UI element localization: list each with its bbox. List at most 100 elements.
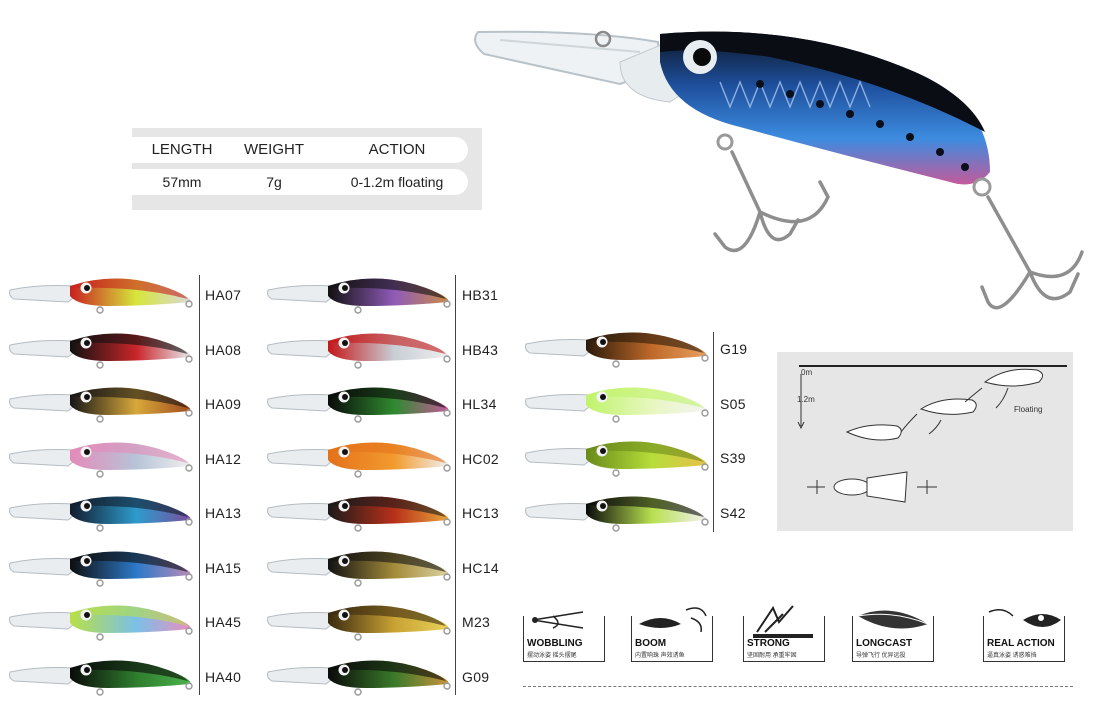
lure-image	[525, 386, 709, 423]
lure-item	[524, 326, 714, 379]
spec-value-length: 57mm	[162, 174, 202, 190]
column-divider	[199, 275, 200, 695]
feature-label: BOOM	[635, 638, 667, 649]
spec-header-row: LENGTH WEIGHT ACTION	[132, 137, 468, 163]
lure-code: HL34	[462, 396, 497, 412]
feature-label: STRONG	[747, 638, 790, 649]
lure-image	[267, 496, 451, 532]
lure-code: HA45	[205, 614, 242, 630]
lure-image	[9, 441, 193, 478]
lure-code: HA15	[205, 559, 242, 576]
depth-bottom-label: 1.2m	[797, 395, 815, 404]
lure-image	[9, 605, 193, 641]
lure-image	[267, 441, 451, 478]
feature-label: REAL ACTION	[987, 638, 1055, 649]
spec-header-weight: WEIGHT	[244, 141, 304, 158]
spec-table: LENGTH WEIGHT ACTION 57mm 7g 0-1.2m floa…	[132, 128, 482, 210]
wobble-icon	[532, 611, 584, 629]
spec-value-action: 0-1.2m floating	[350, 174, 444, 190]
dashed-divider	[523, 686, 1073, 687]
lure-item	[8, 272, 198, 325]
lure-item	[266, 599, 456, 652]
feature-label: WOBBLING	[527, 638, 583, 649]
rattle-icon	[639, 607, 707, 633]
lure-image	[267, 278, 451, 314]
lure-image	[267, 550, 451, 587]
lure-image	[267, 659, 451, 696]
feature-frame	[983, 616, 1065, 662]
lure-item	[8, 436, 198, 489]
lure-image	[267, 605, 451, 641]
lure-code: HA40	[205, 668, 242, 685]
feature-frame	[852, 616, 934, 662]
lure-image	[9, 278, 193, 314]
feature-label: LONGCAST	[856, 638, 913, 649]
feature-strong: STRONG 坚固耐用 承重牢固	[743, 605, 828, 662]
lure-code: S39	[720, 450, 746, 466]
spec-header-action: ACTION	[368, 141, 426, 158]
lure-image	[525, 332, 709, 368]
lure-item	[8, 490, 198, 543]
column-divider	[713, 332, 714, 532]
lure-image	[9, 496, 193, 532]
lure-item	[8, 545, 198, 598]
lure-image	[9, 659, 193, 696]
real-action-icon	[988, 609, 1061, 627]
spec-value-row: 57mm 7g 0-1.2m floating	[132, 169, 468, 195]
lure-image	[9, 332, 193, 369]
feature-subtitle: 坚固耐用 承重牢固	[747, 653, 797, 659]
feature-frame	[523, 616, 605, 662]
lure-item	[8, 381, 198, 434]
lure-code: HC14	[462, 559, 499, 576]
lure-item	[266, 654, 456, 707]
longcast-icon	[857, 610, 929, 629]
strong-icon	[753, 605, 813, 638]
floating-label: Floating	[1014, 405, 1043, 414]
lure-item	[524, 435, 714, 488]
lure-item	[8, 327, 198, 380]
lure-code: HA13	[205, 505, 242, 521]
lure-code: S05	[720, 395, 746, 412]
lure-item	[266, 272, 456, 325]
lure-code: HB31	[462, 287, 499, 303]
hero-lure-image	[474, 30, 1084, 310]
lure-item	[266, 436, 456, 489]
spec-header-length: LENGTH	[151, 141, 213, 158]
feature-subtitle: 逼真泳姿 诱惑难挡	[987, 653, 1037, 659]
column-divider	[455, 275, 456, 695]
feature-wobbling: WOBBLING 摆动泳姿 摇头摆尾	[523, 606, 608, 662]
lure-item	[524, 490, 714, 543]
spec-value-weight: 7g	[266, 174, 282, 190]
lure-item	[266, 545, 456, 598]
lure-code: S42	[720, 504, 746, 521]
lure-image	[525, 441, 709, 477]
lure-code: G09	[462, 668, 490, 685]
lure-image	[525, 495, 709, 532]
lure-item	[8, 654, 198, 707]
lure-code: HA12	[205, 450, 242, 467]
lure-image	[267, 387, 451, 423]
lure-code: HA08	[205, 341, 242, 358]
lure-item	[266, 381, 456, 434]
lure-item	[524, 381, 714, 434]
lure-code: HA07	[205, 287, 242, 303]
lure-code: HC02	[462, 450, 499, 467]
lure-code: M23	[462, 614, 491, 630]
lure-item	[266, 327, 456, 380]
lure-code: HB43	[462, 341, 499, 358]
feature-real-action: REAL ACTION 逼真泳姿 诱惑难挡	[983, 606, 1068, 662]
feature-frame	[743, 616, 825, 662]
feature-frame	[631, 616, 713, 662]
lure-image	[9, 387, 193, 423]
lure-code: G19	[720, 341, 748, 357]
lure-image	[267, 332, 451, 369]
depth-top-label: 0m	[801, 368, 813, 377]
depth-diagram-drawing	[797, 365, 1067, 503]
depth-diagram: 0m 1.2m Floating	[777, 352, 1073, 531]
lure-code: HC13	[462, 505, 499, 521]
feature-subtitle: 导弹飞行 优异远投	[856, 653, 906, 659]
lure-item	[266, 490, 456, 543]
feature-subtitle: 摆动泳姿 摇头摆尾	[527, 653, 577, 659]
lure-item	[8, 599, 198, 652]
